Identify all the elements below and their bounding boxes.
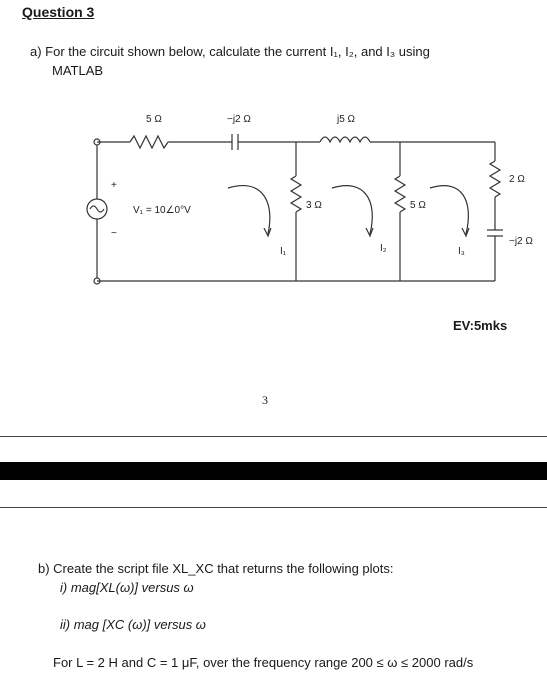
label-r3: 5 Ω xyxy=(410,200,426,211)
question-heading: Question 3 xyxy=(22,4,95,20)
label-c2: −j2 Ω xyxy=(509,236,533,247)
label-i2: I₂ xyxy=(380,243,387,254)
part-b-conditions: For L = 2 H and C = 1 μF, over the frequ… xyxy=(53,655,474,670)
circuit-diagram: 5 Ω −j2 Ω j5 Ω 3 Ω 5 Ω 2 Ω −j2 Ω V₁ = 10… xyxy=(86,114,533,285)
part-b-intro: b) Create the script file XL_XC that ret… xyxy=(38,561,394,576)
part-a-line1: a) For the circuit shown below, calculat… xyxy=(30,44,430,59)
resistor-2ohm xyxy=(488,160,502,198)
part-a-line2: MATLAB xyxy=(52,63,104,78)
voltage-source xyxy=(86,198,108,220)
label-l1: j5 Ω xyxy=(336,114,356,125)
label-minus: − xyxy=(111,228,117,239)
page-break-band xyxy=(0,462,547,480)
part-a-text: a) For the circuit shown below, calculat… xyxy=(30,42,510,80)
label-source: V₁ = 10∠0°V xyxy=(133,205,191,216)
mesh-arrow-2 xyxy=(331,185,373,235)
part-b-item2: ii) mag [XC (ω)] versus ω xyxy=(60,617,206,632)
label-r4: 2 Ω xyxy=(509,174,525,185)
part-b-item1: i) mag[XL(ω)] versus ω xyxy=(60,580,194,595)
resistor-5ohm xyxy=(129,134,169,150)
divider-bottom xyxy=(0,507,547,508)
label-r2: 3 Ω xyxy=(306,200,322,211)
resistor-3ohm xyxy=(289,175,303,213)
mesh-arrow-3 xyxy=(429,185,469,235)
label-i3: I₃ xyxy=(458,246,465,257)
resistor-5ohm-b xyxy=(393,175,407,213)
label-i1: I₁ xyxy=(280,246,287,257)
mesh-arrow-1 xyxy=(227,185,271,235)
inductor-j5 xyxy=(319,136,371,144)
page-number: 3 xyxy=(262,393,268,407)
label-r1: 5 Ω xyxy=(146,114,162,125)
divider-top xyxy=(0,436,547,437)
label-plus: + xyxy=(111,180,117,191)
label-c1: −j2 Ω xyxy=(227,114,251,125)
marks-label: EV:5mks xyxy=(453,318,508,333)
